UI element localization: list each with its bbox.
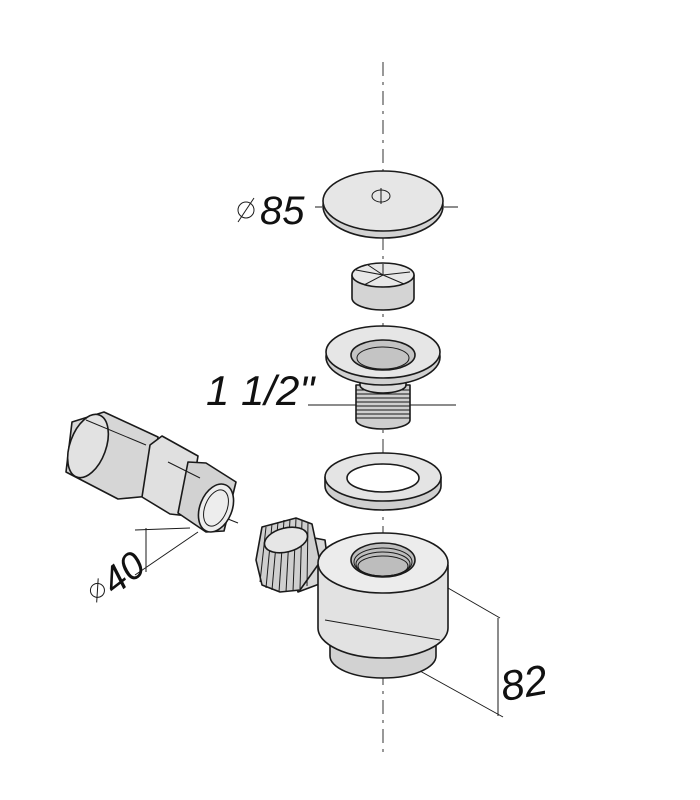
height-label: 82: [497, 656, 551, 710]
thread-dimension: 1 1/2": [206, 367, 456, 414]
sealing-washer: [324, 452, 442, 511]
cover-diameter-dimension: 85: [237, 189, 458, 233]
cover-plate: [322, 170, 444, 239]
height-dimension: 82: [419, 587, 551, 718]
pipe-diameter-dimension: 40: [89, 518, 239, 603]
trap-body: [255, 517, 449, 679]
thread-size-label: 1 1/2": [206, 367, 316, 414]
cover-diameter-label: 85: [260, 189, 305, 233]
outlet-pipe: [65, 411, 237, 533]
threaded-flange: [325, 325, 441, 430]
strainer-basket: [351, 262, 415, 311]
